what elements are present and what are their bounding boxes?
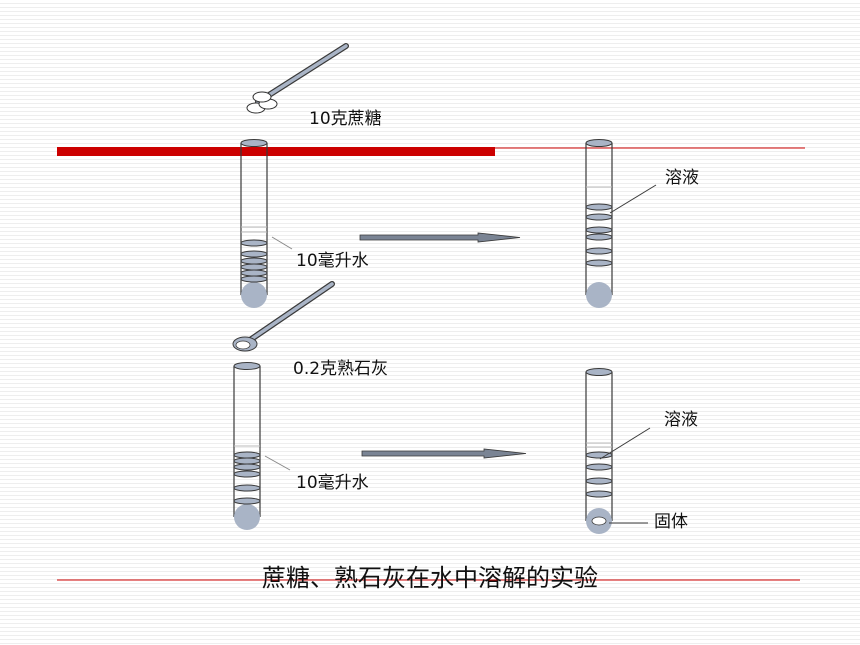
test-tube-water-top	[240, 139, 268, 308]
label-lime-amount: 0.2克熟石灰	[293, 359, 389, 379]
leader-line-water-top	[271, 236, 293, 250]
test-tube-solution-bottom	[585, 368, 613, 534]
leader-line-solution-bottom	[599, 427, 651, 460]
label-sugar-amount: 10克蔗糖	[309, 109, 382, 129]
solid-particle	[591, 516, 607, 526]
spoon-sugar	[246, 43, 349, 114]
label-solid: 固体	[654, 512, 688, 532]
label-water-bottom: 10毫升水	[296, 473, 369, 493]
spoon-lime	[232, 281, 335, 352]
diagram-title: 蔗糖、熟石灰在水中溶解的实验	[262, 564, 598, 592]
leader-line-water-bottom	[264, 455, 291, 471]
leader-line-solution-top	[609, 184, 657, 214]
label-solution-top: 溶液	[665, 168, 699, 188]
accent-bar	[57, 147, 495, 156]
test-tube-solution-top	[585, 139, 613, 308]
arrow-bottom	[361, 448, 527, 459]
label-solution-bottom: 溶液	[664, 410, 698, 430]
label-water-top: 10毫升水	[296, 251, 369, 271]
test-tube-water-bottom	[233, 362, 261, 530]
arrow-top	[359, 232, 521, 243]
